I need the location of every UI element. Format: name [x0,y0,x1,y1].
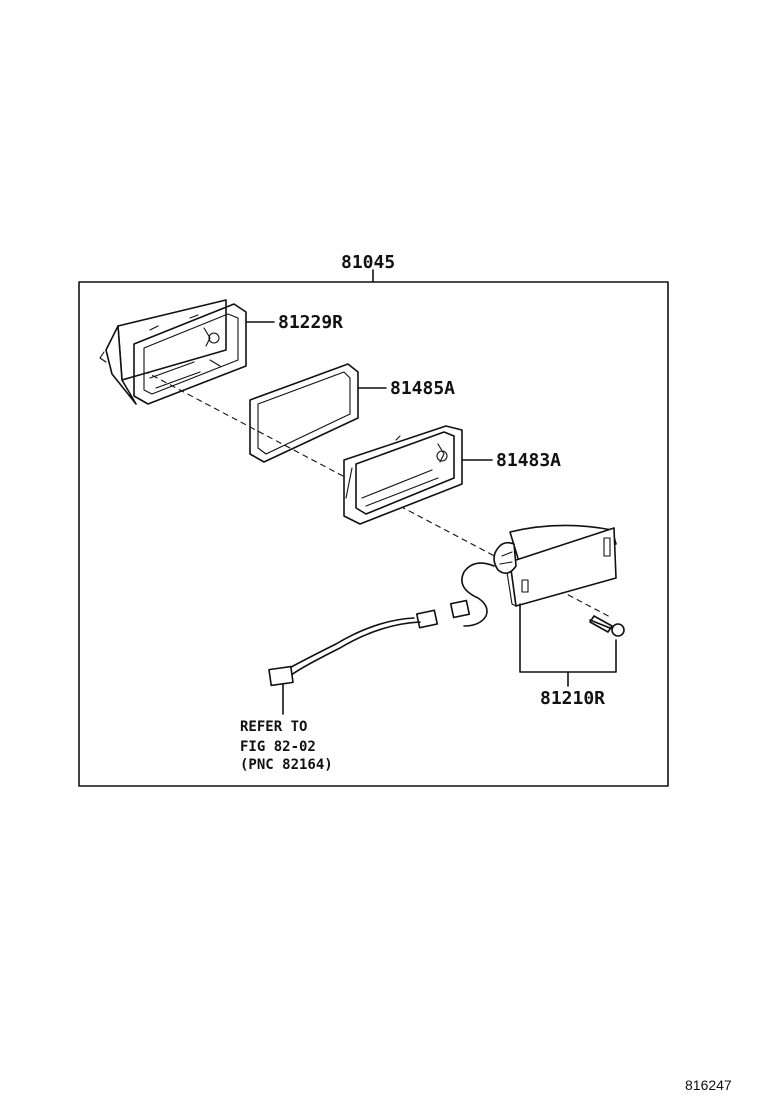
gasket-part-number: 81485A [390,378,455,399]
reference-note-line2: FIG 82-02 [240,739,316,755]
lamp-unit-drawing [449,524,625,637]
lamp-unit-bracket [519,603,617,687]
reference-note-line3: (PNC 82164) [240,757,333,773]
housing-part-number: 81483A [496,450,561,471]
bezel-drawing [99,299,247,405]
reference-note-line1: REFER TO [240,719,307,735]
gasket-drawing [249,363,359,463]
lamp-unit-part-number: 81210R [540,688,605,709]
wire-harness-drawing [268,609,439,715]
figure-id: 816247 [685,1077,732,1093]
assembly-part-number: 81045 [341,252,395,273]
bezel-part-number: 81229R [278,312,343,333]
housing-drawing [343,425,463,525]
